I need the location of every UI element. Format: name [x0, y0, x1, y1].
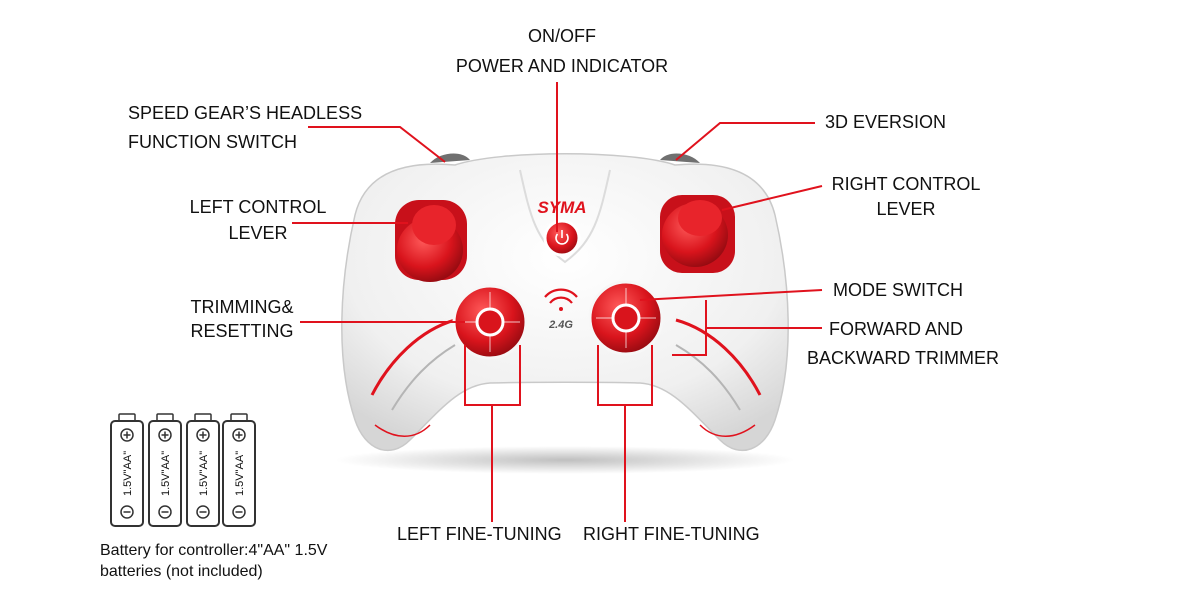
right-dpad-trim[interactable]	[588, 280, 664, 356]
battery-cell-label: 1.5V"AA"	[234, 451, 246, 496]
label-left-control-2: LEVER	[228, 223, 288, 243]
power-icon	[555, 230, 569, 245]
brand-logo: SYMA	[537, 198, 586, 217]
battery-cell: 1.5V"AA"	[186, 413, 220, 527]
label-right-fine-tuning: RIGHT FINE-TUNING	[583, 524, 760, 544]
battery-cell: 1.5V"AA"	[110, 413, 144, 527]
label-mode-switch: MODE SWITCH	[833, 280, 963, 300]
battery-note-line-1: Battery for controller:4"AA" 1.5V	[100, 542, 328, 559]
wifi-signal-icon	[544, 288, 578, 311]
battery-note: Battery for controller:4"AA" 1.5V batter…	[100, 540, 327, 582]
label-onoff: ON/OFF	[528, 26, 596, 46]
label-right-control-1: RIGHT CONTROL	[831, 174, 981, 194]
battery-cell-label: 1.5V"AA"	[160, 451, 172, 496]
label-speed-gear-2: FUNCTION SWITCH	[128, 132, 297, 152]
battery-group: 1.5V"AA" 1.5V"AA" 1.5V"AA"	[110, 413, 256, 527]
label-trimming-1: TRIMMING&	[190, 297, 294, 317]
battery-note-line-2: batteries (not included)	[100, 563, 263, 580]
label-forward-backward-1: FORWARD AND	[829, 319, 964, 339]
left-control-lever[interactable]	[395, 200, 467, 282]
mode-switch-button[interactable]	[611, 303, 641, 333]
right-control-lever[interactable]	[660, 195, 735, 273]
floor-shadow	[335, 446, 795, 474]
battery-cell: 1.5V"AA"	[222, 413, 256, 527]
label-3d-eversion: 3D EVERSION	[825, 112, 947, 132]
label-right-control-2: LEVER	[876, 199, 936, 219]
left-reset-button[interactable]	[475, 307, 505, 337]
battery-cell-label: 1.5V"AA"	[198, 451, 210, 496]
label-forward-backward-2: BACKWARD TRIMMER	[807, 348, 1000, 368]
label-trimming-2: RESETTING	[190, 321, 294, 341]
signal-frequency: 2.4G	[548, 319, 573, 331]
label-left-control-1: LEFT CONTROL	[189, 197, 327, 217]
label-left-fine-tuning: LEFT FINE-TUNING	[397, 524, 562, 544]
label-speed-gear-1: SPEED GEAR’S HEADLESS	[128, 103, 363, 123]
label-power-indicator: POWER AND INDICATOR	[455, 56, 669, 76]
battery-cell: 1.5V"AA"	[148, 413, 182, 527]
callout-lines	[292, 82, 823, 522]
power-button[interactable]	[543, 219, 581, 257]
battery-cell-label: 1.5V"AA"	[122, 451, 134, 496]
